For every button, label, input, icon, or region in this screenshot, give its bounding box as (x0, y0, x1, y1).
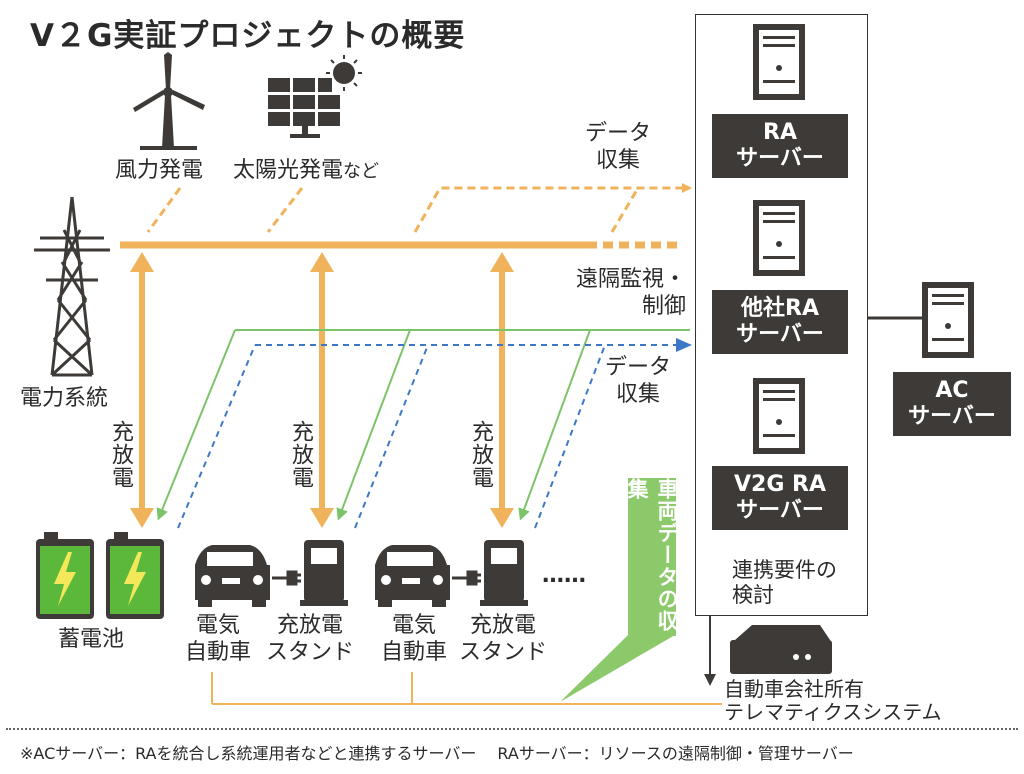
ev-label-1: 電気 自動車 (178, 612, 258, 666)
charge-discharge-label-3: 充放電 (468, 420, 493, 489)
ev-label-1-line1: 電気 (195, 613, 240, 638)
charge-discharge-arrows (130, 252, 514, 528)
battery-label: 蓄電池 (58, 627, 125, 652)
station-label-2-line2: スタンド (458, 640, 547, 665)
remote-control-line2: 制御 (641, 294, 686, 319)
remote-control-label: 遠隔監視・ 制御 (560, 266, 686, 320)
ac-server-suffix: サーバー (908, 404, 996, 429)
station-label-1-line2: スタンド (265, 640, 354, 665)
coordination-label: 連携要件の 検討 (732, 558, 837, 608)
data-collection-top-line1: データ (584, 121, 651, 146)
solar-power-suffix: など (343, 161, 380, 182)
solar-panel-icon (268, 55, 362, 138)
station-label-2-line1: 充放電 (469, 613, 536, 638)
v2g-ra-server-name: V2G RA (733, 472, 827, 497)
solar-power-label: 太陽光発電など (233, 157, 379, 185)
data-collection-mid-line2: 収集 (615, 382, 660, 407)
ac-server-box: AC サーバー (893, 372, 1011, 436)
other-ra-server-name: 他社RA (741, 296, 819, 321)
data-collection-mid-line1: データ (604, 355, 671, 380)
data-collection-label-top: データ 収集 (578, 120, 658, 174)
solar-power-name: 太陽光発電 (233, 158, 344, 183)
power-grid-label: 電力系統 (20, 386, 109, 411)
wind-power-label: 風力発電 (115, 158, 204, 183)
more-items-ellipsis: …… (542, 563, 586, 588)
charge-discharge-label-1: 充放電 (108, 420, 133, 489)
car-icon (375, 545, 450, 607)
server-icon (922, 282, 974, 358)
coordination-line2: 検討 (732, 583, 774, 607)
other-ra-server-suffix: サーバー (736, 322, 824, 347)
charging-station-icon (300, 540, 348, 606)
data-collection-lines (177, 344, 680, 529)
telematics-label: 自動車会社所有 テレマティクスシステム (724, 678, 942, 724)
page-title: V２G実証プロジェクトの概要 (30, 18, 466, 54)
ev-label-2-line1: 電気 (391, 613, 436, 638)
data-collection-top-line2: 収集 (595, 148, 640, 173)
remote-control-lines (156, 329, 690, 521)
plug-icon (452, 570, 481, 586)
battery-icon (36, 532, 164, 619)
v2g-ra-server-box: V2G RA サーバー (712, 466, 848, 530)
transmission-tower-icon (34, 196, 110, 377)
data-collection-label-mid: データ 収集 (596, 354, 680, 408)
telematics-line1: 自動車会社所有 (724, 677, 864, 701)
footnote: ※ACサーバー：RAを統合し系統運用者などと連携するサーバー RAサーバー：リソ… (20, 744, 854, 763)
other-ra-server-box: 他社RA サーバー (712, 290, 848, 354)
station-label-1-line1: 充放電 (276, 613, 343, 638)
plug-icon (272, 570, 301, 586)
ev-label-2-line2: 自動車 (380, 640, 447, 665)
footnote-divider (6, 728, 1018, 730)
car-icon (195, 545, 270, 607)
charging-station-icon (480, 540, 528, 606)
ra-server-suffix: サーバー (736, 146, 824, 171)
charge-discharge-label-2: 充放電 (288, 420, 313, 489)
ra-server-name: RA (763, 120, 797, 145)
telematics-line2: テレマティクスシステム (724, 700, 942, 724)
wind-turbine-icon (133, 52, 205, 150)
station-label-2: 充放電 スタンド (455, 612, 551, 666)
ev-label-1-line2: 自動車 (184, 640, 251, 665)
station-label-1: 充放電 スタンド (262, 612, 358, 666)
v2g-ra-server-suffix: サーバー (736, 498, 824, 523)
remote-control-line1: 遠隔監視・ (575, 267, 686, 292)
ra-server-box: RA サーバー (712, 114, 848, 178)
telematics-device-icon (730, 625, 832, 674)
coordination-line1: 連携要件の (732, 558, 837, 582)
ac-server-name: AC (935, 378, 969, 403)
ev-label-2: 電気 自動車 (374, 612, 454, 666)
vehicle-data-collection-band: 車両データの収集 (625, 478, 679, 636)
